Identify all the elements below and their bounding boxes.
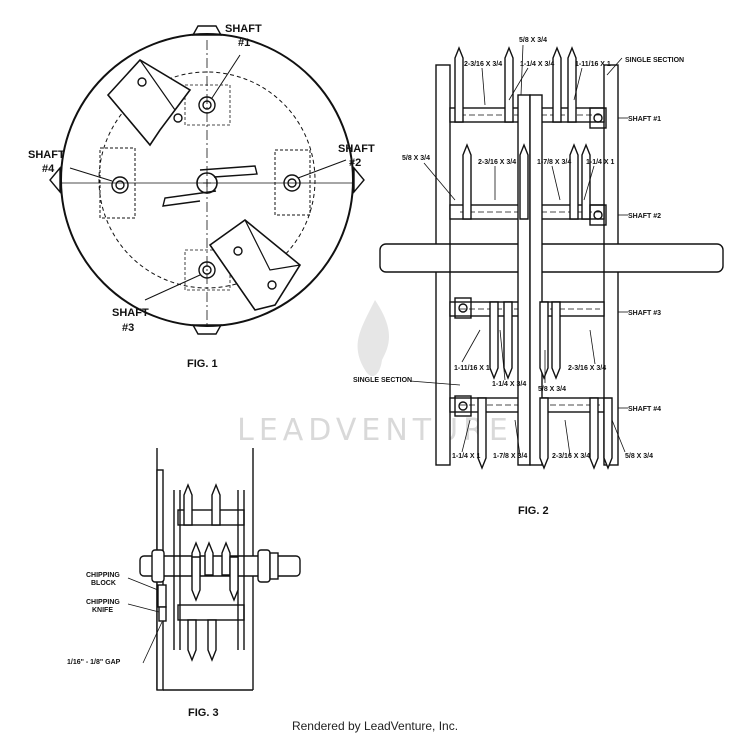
- fig3-chipping-knife-label-2: KNIFE: [92, 607, 113, 614]
- fig2-labels: 5/8 X 3/4 2-3/16 X 3/4 1-1/4 X 3/4 1-11/…: [353, 37, 684, 517]
- fig2-row4-label-2: 1-7/8 X 3/4: [493, 453, 527, 460]
- fig2-shaft4-label: SHAFT #4: [628, 406, 661, 413]
- fig2-row1-label-4: 1-11/16 X 1: [575, 61, 611, 68]
- fig1-shaft2-number: #2: [349, 157, 361, 169]
- fig1-caption: FIG. 1: [187, 358, 218, 370]
- watermark: LEADVENTURE: [237, 300, 513, 448]
- fig2-row3-label-1: 1-11/16 X 1: [454, 365, 490, 372]
- fig3-gap-label: 1/16" - 1/8" GAP: [67, 659, 121, 666]
- fig3-chipping-block-label-1: CHIPPING: [86, 572, 120, 579]
- fig2-shaft1-label: SHAFT #1: [628, 116, 661, 123]
- fig2-row4-label-1: 1-1/4 X 1: [452, 453, 481, 460]
- fig3-labels: CHIPPING BLOCK CHIPPING KNIFE 1/16" - 1/…: [67, 572, 219, 719]
- fig2-row3-label-2: 1-1/4 X 3/4: [492, 381, 526, 388]
- fig3-caption: FIG. 3: [188, 707, 219, 719]
- fig1-shaft4-number: #4: [42, 163, 55, 175]
- fig2-single-section-mid: SINGLE SECTION: [353, 377, 412, 384]
- fig2-single-section-top: SINGLE SECTION: [625, 57, 684, 64]
- fig2-row1-label-2: 2-3/16 X 3/4: [464, 61, 502, 68]
- fig3-chipping-block-label-2: BLOCK: [91, 580, 116, 587]
- fig2-drawing: [379, 44, 724, 470]
- fig2-row2-label-3: 1-7/8 X 3/4: [537, 159, 571, 166]
- watermark-text: LEADVENTURE: [237, 413, 513, 448]
- fig1-shaft1-number: #1: [238, 37, 250, 49]
- fig3-chipping-knife-label-1: CHIPPING: [86, 599, 120, 606]
- fig2-row1-label-3: 1-1/4 X 3/4: [520, 61, 554, 68]
- fig1-shaft4-label: SHAFT: [28, 149, 65, 161]
- fig2-row1-label-1: 5/8 X 3/4: [519, 37, 547, 44]
- fig1-labels: SHAFT #1 SHAFT #2 SHAFT #3 SHAFT #4 FIG.…: [28, 23, 375, 370]
- fig1-shaft3-label: SHAFT: [112, 307, 149, 319]
- fig2-row4-label-3: 2-3/16 X 3/4: [552, 453, 590, 460]
- fig1-drawing: [49, 25, 365, 335]
- fig2-shaft2-label: SHAFT #2: [628, 213, 661, 220]
- flame-logo-icon: [357, 300, 390, 377]
- fig3-drawing: [127, 448, 301, 691]
- fig2-row2-label-4: 1-1/4 X 1: [586, 159, 615, 166]
- fig2-row3-label-4: 2-3/16 X 3/4: [568, 365, 606, 372]
- fig2-row2-label-1: 5/8 X 3/4: [402, 155, 430, 162]
- fig1-shaft1-label: SHAFT: [225, 23, 262, 35]
- fig1-shaft3-number: #3: [122, 322, 134, 334]
- fig2-row3-label-3: 5/8 X 3/4: [538, 386, 566, 393]
- fig2-row4-label-4: 5/8 X 3/4: [625, 453, 653, 460]
- fig2-caption: FIG. 2: [518, 505, 549, 517]
- fig2-row2-label-2: 2-3/16 X 3/4: [478, 159, 516, 166]
- credit-text: Rendered by LeadVenture, Inc.: [291, 719, 459, 733]
- fig2-shaft3-label: SHAFT #3: [628, 310, 661, 317]
- fig1-shaft2-label: SHAFT: [338, 143, 375, 155]
